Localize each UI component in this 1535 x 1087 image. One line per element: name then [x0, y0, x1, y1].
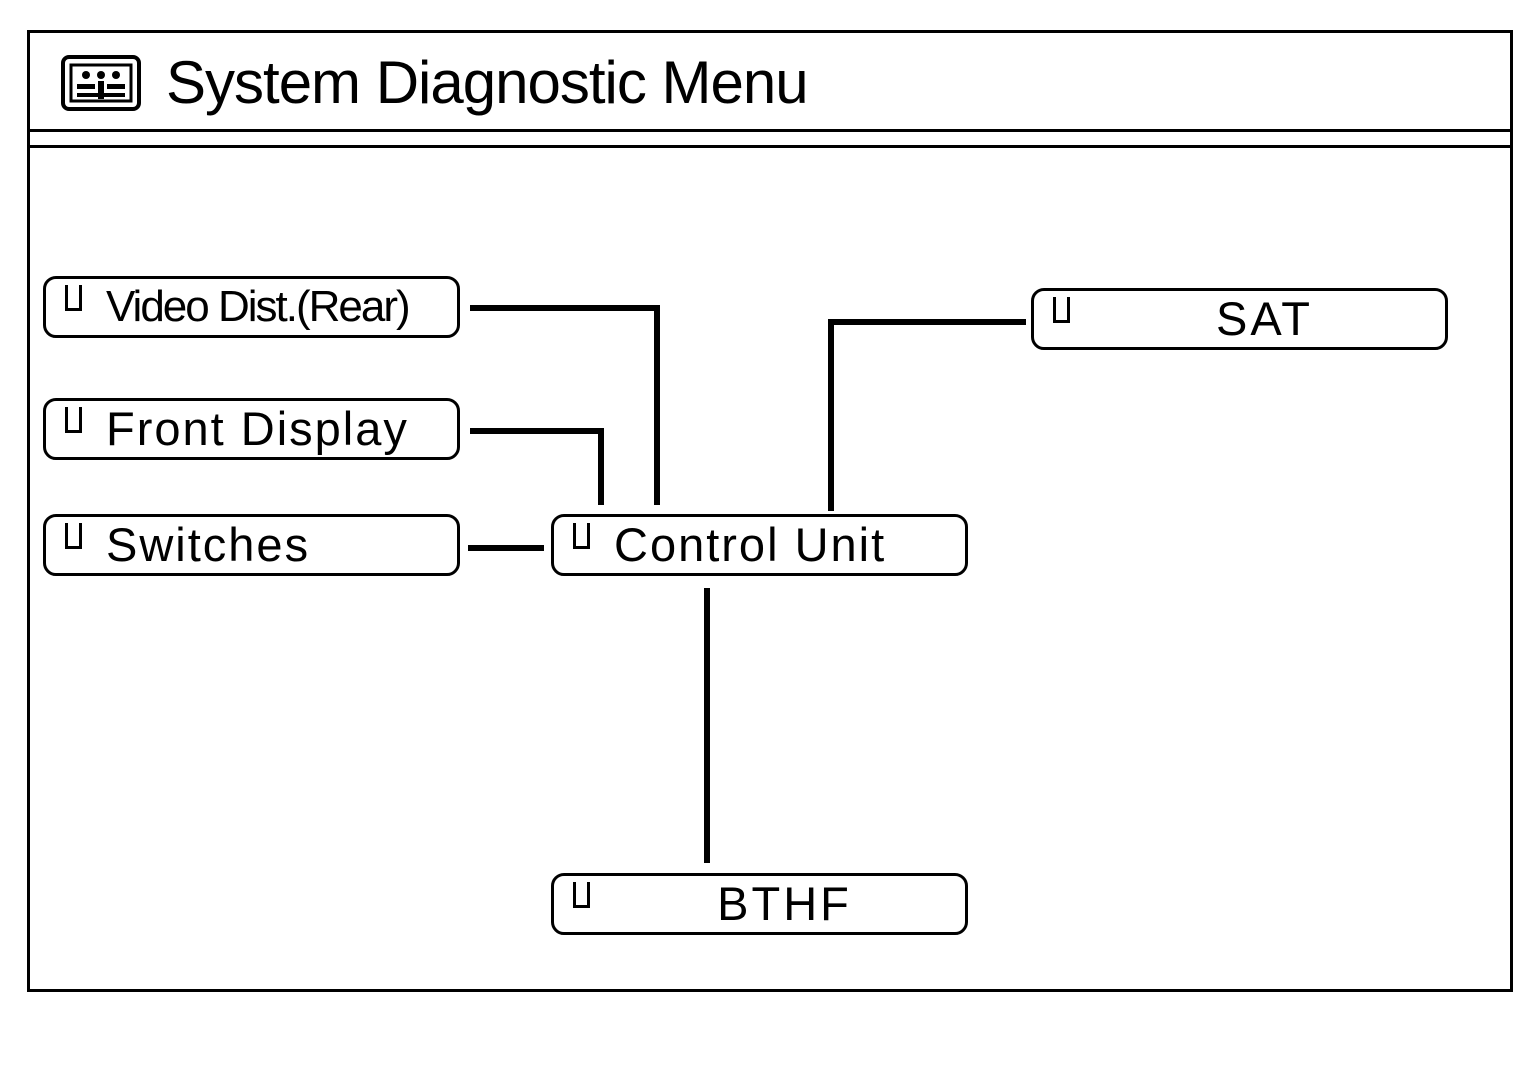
module-label: BTHF: [717, 877, 852, 930]
module-button-sat[interactable]: SAT: [1031, 288, 1448, 350]
module-button-bthf[interactable]: BTHF: [551, 873, 968, 935]
page-title: System Diagnostic Menu: [166, 49, 809, 116]
module-button-switches[interactable]: Switches: [43, 514, 460, 576]
diagnostic-screen: System Diagnostic Menu: [27, 30, 1513, 992]
diagnostic-menu-icon: [61, 55, 141, 111]
module-checkbox-icon: [1053, 297, 1070, 323]
module-label: SAT: [1216, 292, 1313, 345]
module-button-control-unit[interactable]: Control Unit: [551, 514, 968, 576]
module-checkbox-icon: [65, 407, 82, 433]
title-bar: System Diagnostic Menu: [30, 33, 1510, 130]
module-label: Video Dist.(Rear): [106, 282, 411, 331]
module-button-video-dist-rear[interactable]: Video Dist.(Rear): [43, 276, 460, 338]
module-checkbox-icon: [65, 285, 82, 311]
module-label: Front Display: [106, 402, 409, 455]
module-checkbox-icon: [573, 882, 590, 908]
module-button-front-display[interactable]: Front Display: [43, 398, 460, 460]
title-divider-bottom: [30, 145, 1510, 148]
module-label: Switches: [106, 518, 311, 571]
module-checkbox-icon: [573, 523, 590, 549]
module-label: Control Unit: [614, 518, 887, 571]
module-checkbox-icon: [65, 523, 82, 549]
title-divider-top: [30, 129, 1510, 132]
